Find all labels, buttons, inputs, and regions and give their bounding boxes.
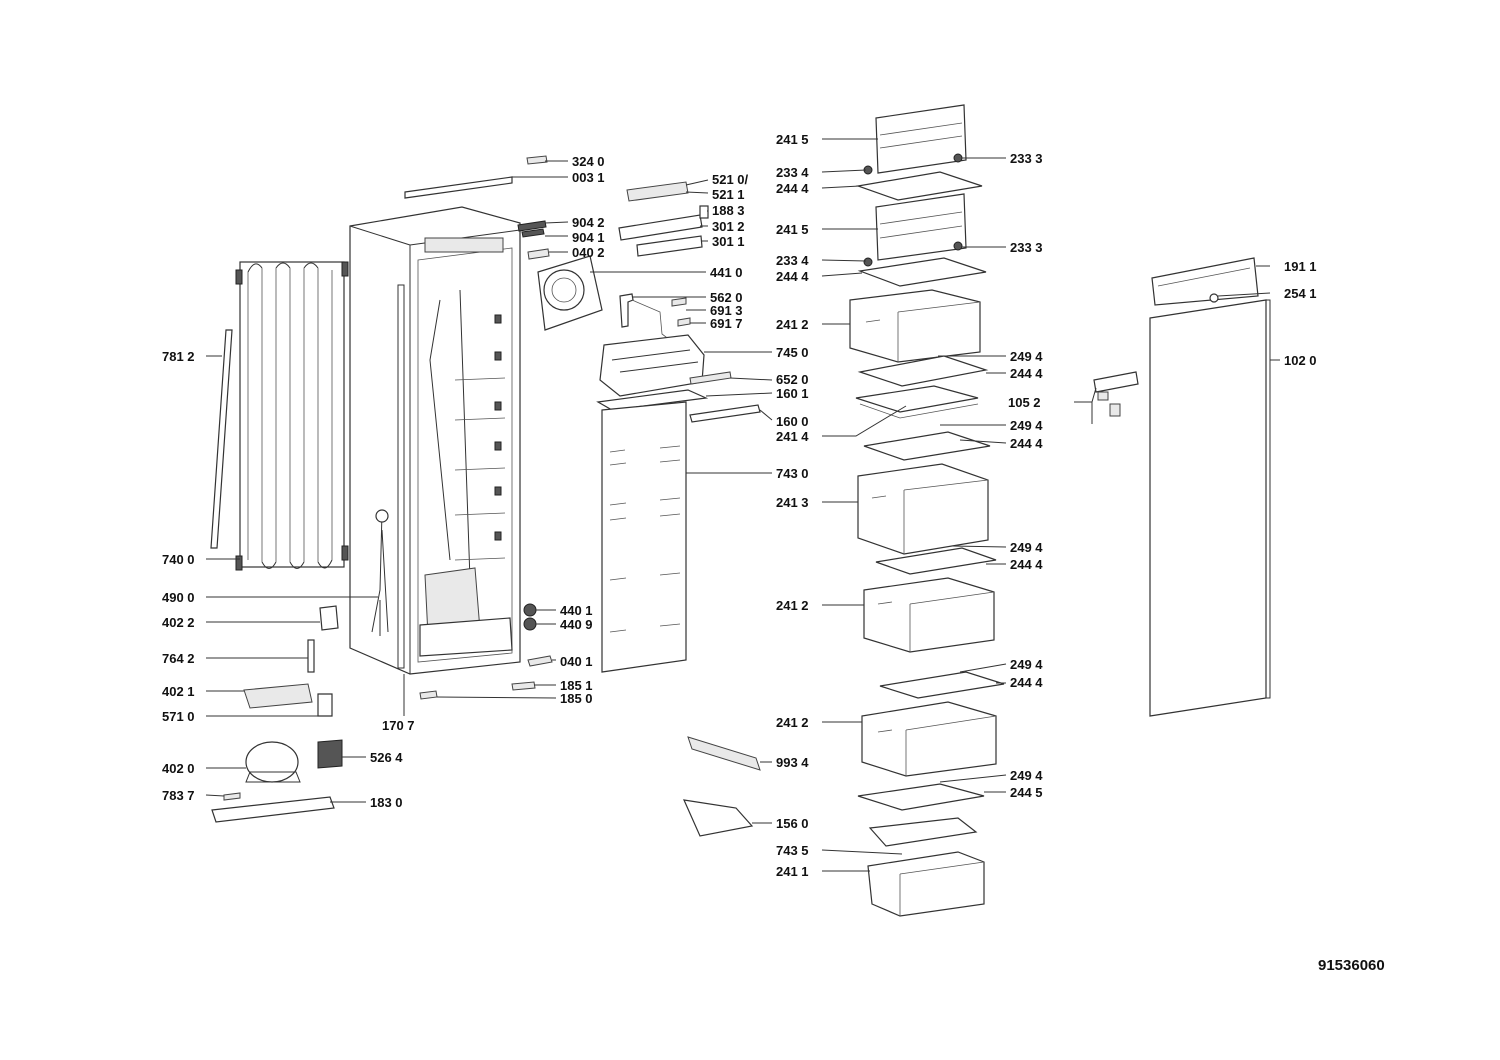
top-small-parts: [404, 155, 709, 260]
part-label: 244 4: [776, 181, 809, 196]
part-label: 526 4: [370, 750, 403, 765]
part-label: 249 4: [1010, 418, 1043, 433]
part-label: 743 5: [776, 843, 809, 858]
part-label: 183 0: [370, 795, 403, 810]
part-label: 562 0: [710, 290, 743, 305]
part-label: 249 4: [1010, 540, 1043, 555]
part-label: 191 1: [1284, 259, 1317, 274]
part-label: 301 2: [712, 219, 745, 234]
part-label: 993 4: [776, 755, 809, 770]
part-label: 185 0: [560, 691, 593, 706]
document-number: 91536060: [1318, 957, 1385, 974]
part-label: 743 0: [776, 466, 809, 481]
part-label: 521 0/: [712, 172, 749, 187]
part-label: 521 1: [712, 187, 745, 202]
part-label: 188 3: [712, 203, 745, 218]
part-labels: 324 0 003 1 521 0/ 521 1 904 2 188 3 904…: [162, 132, 1385, 974]
part-label: 160 0: [776, 414, 809, 429]
small-bottom-parts: [419, 603, 553, 700]
part-label: 244 4: [776, 269, 809, 284]
part-label: 402 0: [162, 761, 195, 776]
part-label: 904 2: [572, 215, 605, 230]
part-label: 781 2: [162, 349, 195, 364]
part-label: 249 4: [1010, 657, 1043, 672]
part-label: 241 5: [776, 222, 809, 237]
part-label: 764 2: [162, 651, 195, 666]
part-label: 652 0: [776, 372, 809, 387]
refrigerator-cabinet: [349, 206, 521, 675]
part-label: 402 2: [162, 615, 195, 630]
part-label: 170 7: [382, 718, 415, 733]
part-label: 745 0: [776, 345, 809, 360]
evaporator-housing: [596, 334, 761, 423]
part-label: 441 0: [710, 265, 743, 280]
part-label: 105 2: [1008, 395, 1041, 410]
hinge-bracket: [1093, 371, 1139, 417]
part-label: 691 3: [710, 303, 743, 318]
compressor-group: [211, 605, 343, 823]
part-label: 490 0: [162, 590, 195, 605]
part-label: 783 7: [162, 788, 195, 803]
part-label: 904 1: [572, 230, 605, 245]
rear-panel: [601, 401, 687, 673]
crisper-drawers: [849, 289, 1005, 917]
condenser-coil: [235, 261, 349, 571]
part-label: 233 4: [776, 165, 809, 180]
part-label: 156 0: [776, 816, 809, 831]
part-label: 241 2: [776, 317, 809, 332]
leader-lines: [205, 138, 1280, 872]
part-label: 440 9: [560, 617, 593, 632]
part-label: 249 4: [1010, 349, 1043, 364]
part-label: 241 1: [776, 864, 809, 879]
part-label: 249 4: [1010, 768, 1043, 783]
part-label: 244 4: [1010, 557, 1043, 572]
condenser-rod: [210, 329, 233, 549]
part-label: 185 1: [560, 678, 593, 693]
part-label: 244 4: [1010, 436, 1043, 451]
part-label: 301 1: [712, 234, 745, 249]
part-label: 241 3: [776, 495, 809, 510]
part-label: 571 0: [162, 709, 195, 724]
part-label: 040 2: [572, 245, 605, 260]
part-label: 003 1: [572, 170, 605, 185]
part-label: 040 1: [560, 654, 593, 669]
part-label: 740 0: [162, 552, 195, 567]
door-panel: [1149, 257, 1267, 717]
part-label: 402 1: [162, 684, 195, 699]
part-label: 244 4: [1010, 675, 1043, 690]
part-label: 233 3: [1010, 240, 1043, 255]
loose-parts-center: [683, 736, 761, 837]
part-label: 160 1: [776, 386, 809, 401]
part-label: 102 0: [1284, 353, 1317, 368]
power-cord: [371, 509, 389, 636]
part-label: 244 4: [1010, 366, 1043, 381]
upper-door-racks: [855, 104, 987, 287]
part-label: 254 1: [1284, 286, 1317, 301]
part-label: 691 7: [710, 316, 743, 331]
part-label: 241 2: [776, 598, 809, 613]
part-label: 244 5: [1010, 785, 1043, 800]
part-label: 241 4: [776, 429, 809, 444]
part-label: 241 5: [776, 132, 809, 147]
fan-assembly: [537, 255, 691, 341]
part-label: 233 3: [1010, 151, 1043, 166]
part-label: 324 0: [572, 154, 605, 169]
part-label: 440 1: [560, 603, 593, 618]
part-label: 233 4: [776, 253, 809, 268]
part-label: 241 2: [776, 715, 809, 730]
